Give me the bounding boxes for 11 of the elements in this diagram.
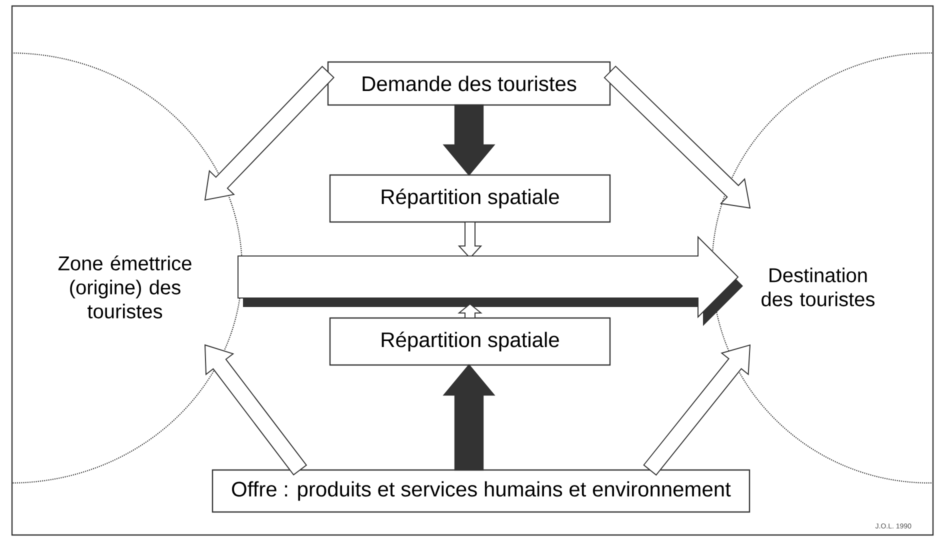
block-arrow bbox=[604, 66, 751, 209]
block-arrow bbox=[458, 303, 482, 318]
process-box: Offre : produits et services humains et environnement bbox=[212, 469, 750, 513]
block-arrow bbox=[238, 236, 743, 326]
zone-label: Destination des touristes bbox=[762, 268, 874, 306]
block-arrow bbox=[442, 104, 496, 176]
process-box: Répartition spatiale bbox=[329, 317, 611, 366]
process-box: Répartition spatiale bbox=[329, 174, 611, 223]
block-arrow bbox=[442, 364, 496, 471]
zone-label: Zone émettrice (origine) des touristes bbox=[58, 256, 192, 318]
process-box: Demande des touristes bbox=[327, 61, 611, 106]
